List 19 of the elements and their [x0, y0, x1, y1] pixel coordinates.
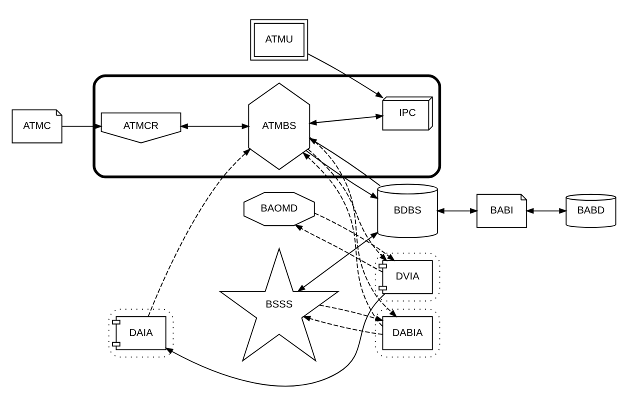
- arrow: [308, 148, 388, 261]
- arrow: [309, 136, 398, 318]
- arrow: [308, 137, 381, 186]
- node-box: DABIA: [382, 316, 433, 350]
- arrow: [297, 231, 379, 292]
- arrow: [436, 208, 478, 214]
- arrow: [314, 212, 396, 261]
- arrow: [318, 304, 384, 321]
- arrow: [306, 150, 379, 199]
- node-box: ATMU: [250, 18, 308, 60]
- arrow: [308, 113, 384, 125]
- arrow: [180, 122, 250, 129]
- arrow: [302, 151, 384, 326]
- arrow: [294, 224, 383, 272]
- arrow: [307, 52, 384, 98]
- arrow: [302, 315, 383, 334]
- arrow: [164, 292, 386, 386]
- arrow: [61, 122, 103, 129]
- arrow: [525, 208, 568, 214]
